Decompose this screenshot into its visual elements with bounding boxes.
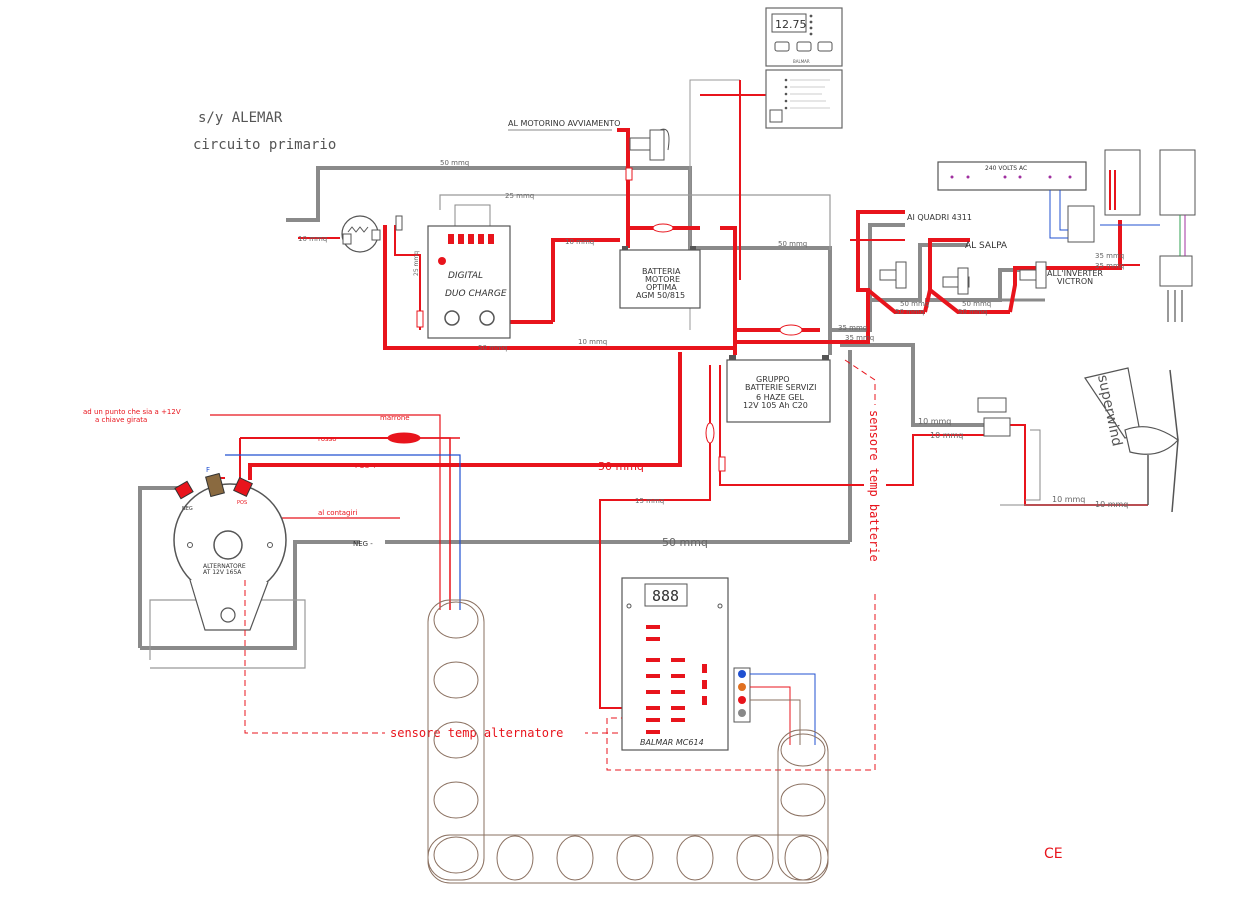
label-cable-dc: 10 mmq (578, 338, 607, 346)
label-cable-w3: 10 mmq (1052, 495, 1085, 504)
title-circuit: circuito primario (193, 137, 336, 153)
starter-solenoid (629, 128, 670, 161)
inverter-victron (1067, 149, 1196, 287)
label-ignition-1: ad un punto che sia a +12V (83, 408, 181, 416)
label-cable-inv-35: 35 mmq (1095, 252, 1124, 260)
alternator: ALTERNATORE AT 12V 165A NEG POS F (173, 466, 287, 631)
label-cable-25: 25 mmq (505, 192, 534, 200)
service-battery-label-1: GRUPPO (756, 375, 790, 384)
service-battery-label-4: 12V 105 Ah C20 (743, 401, 808, 410)
label-cable-s1: 50 mmq (900, 300, 929, 308)
service-battery-bank: GRUPPO BATTERIE SERVIZI 6 HAZE GEL 12V 1… (726, 355, 831, 423)
label-cable-35a: 35 mmq (838, 324, 867, 332)
label-inverter-2: VICTRON (1057, 277, 1093, 286)
service-battery-label-3: 6 HAZE GEL (756, 393, 804, 402)
alternator-label-1: ALTERNATORE (203, 563, 246, 570)
label-wire-neg: NEG - (353, 540, 373, 548)
title-vessel: s/y ALEMAR (198, 110, 283, 126)
label-cable-15: 15 mmq (635, 497, 664, 505)
label-wire-rosso: rosso (318, 435, 337, 443)
label-cable-top: 50 mmq (440, 159, 469, 167)
label-cable-engine: 50 mmq (778, 240, 807, 248)
wind-stop-switch (977, 397, 1011, 437)
duo-charge-label-2: DUO CHARGE (445, 289, 507, 299)
label-cable-w2: 10 mmq (930, 431, 963, 440)
alternator-neg-terminal: NEG (182, 506, 193, 512)
label-sensor-batteries: sensore temp batterie (867, 410, 881, 562)
monitor-readout: 12.75 (775, 18, 807, 31)
label-cable-s3: 50 mmq (962, 300, 991, 308)
label-ignition-2: a chiave girata (95, 416, 147, 424)
label-wire-marrone: marrone (380, 414, 410, 422)
engine-battery: BATTERIA MOTORE OPTIMA AGM 50/815 (619, 246, 701, 309)
ce-mark: CE (1044, 846, 1063, 862)
label-cable-main-pos: 50 mmq (598, 460, 644, 473)
label-cable-dc-50: 50 mmq (478, 344, 507, 352)
label-cable-25-vert: 25 mmq (413, 251, 420, 276)
battery-monitor-display: 12.75 BALMAR (765, 7, 843, 67)
battery-monitor-shunt-panel (765, 69, 843, 129)
engine-battery-label-2: MOTORE (645, 275, 680, 284)
label-inverter-1: ALL'INVERTER (1047, 269, 1103, 278)
breaker-inverter (1019, 261, 1047, 289)
superwind-turbine: superwind (1084, 367, 1179, 513)
engine-battery-label-3: OPTIMA (646, 283, 677, 292)
alternator-field-terminal: F (206, 466, 210, 474)
label-wire-pos: POS + (355, 462, 377, 470)
voltage-regulator: 888 BALMAR MC614 (621, 577, 729, 751)
sensor-terminal-block (733, 667, 751, 723)
ac-panel-label: 240 VOLTS AC (985, 165, 1027, 172)
breaker-quadri (879, 261, 907, 289)
ac-distribution-panel: 240 VOLTS AC (937, 161, 1087, 191)
monitor-brand: BALMAR (793, 59, 810, 64)
service-battery-label-2: BATTERIE SERVIZI (745, 383, 816, 392)
duo-charge-label-1: DIGITAL (448, 271, 483, 281)
label-contagiri: al contagiri (318, 509, 357, 517)
label-cable-s2: 50 mmq (895, 308, 924, 316)
isolator-diode (341, 215, 403, 253)
label-quadri: AI QUADRI 4311 (907, 213, 972, 222)
digital-duo-charge: DIGITAL DUO CHARGE (427, 225, 511, 339)
label-cable-left: 10 mmq (298, 235, 327, 243)
breaker-salpa (942, 267, 970, 295)
alternator-pos-terminal: POS (237, 500, 247, 506)
label-cable-main-neg: 50 mmq (662, 536, 708, 549)
engine-battery-label-1: BATTERIA (642, 267, 681, 276)
label-cable-10-engine: 10 mmq (565, 238, 594, 246)
engine-battery-label-4: AGM 50/815 (636, 291, 685, 300)
alternator-label-2: AT 12V 165A (203, 569, 242, 576)
regulator-readout: 888 (652, 587, 679, 605)
label-cable-w1: 10 mmq (918, 417, 951, 426)
label-cable-35b: 35 mmq (845, 334, 874, 342)
label-cable-s4: 50 mmq (958, 308, 987, 316)
label-salpa: AL SALPA (965, 241, 1008, 251)
regulator-name: BALMAR MC614 (640, 738, 704, 747)
label-cable-inv-35b: 35 mmq (1095, 262, 1124, 270)
label-starter: AL MOTORINO AVVIAMENTO (508, 119, 620, 128)
label-cable-w4: 10 mmq (1095, 500, 1128, 509)
wiring-conduit (427, 599, 829, 884)
fuses (387, 167, 803, 472)
wire-gauge-labels: 50 mmq 50 mmq 10 mmq 50 mmq 10 mmq 10 mm… (298, 159, 1128, 509)
